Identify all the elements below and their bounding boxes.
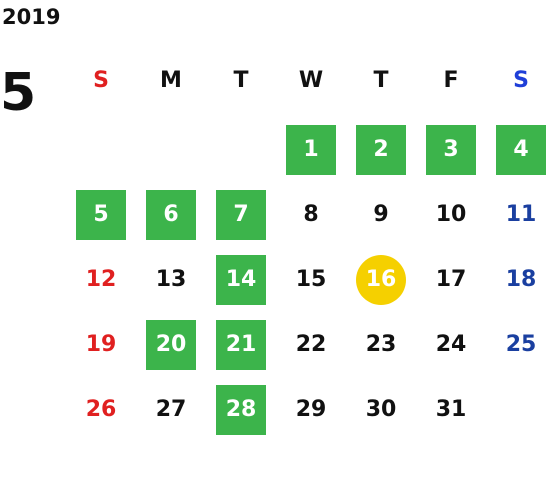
day-cell-20[interactable]: 20: [146, 320, 196, 370]
day-cell-23[interactable]: 23: [365, 332, 397, 357]
weekday-header-sun: S: [93, 68, 109, 93]
day-cell-5[interactable]: 5: [76, 190, 126, 240]
day-cell-29[interactable]: 29: [295, 397, 327, 422]
day-cell-30[interactable]: 30: [365, 397, 397, 422]
day-cell-10[interactable]: 10: [435, 202, 467, 227]
day-cell-12[interactable]: 12: [85, 267, 117, 292]
weekday-header-thu: T: [373, 68, 389, 93]
day-cell-28[interactable]: 28: [216, 385, 266, 435]
day-cell-27[interactable]: 27: [155, 397, 187, 422]
month-number: 5: [0, 63, 37, 123]
day-cell-26[interactable]: 26: [85, 397, 117, 422]
day-cell-19[interactable]: 19: [85, 332, 117, 357]
day-cell-14[interactable]: 14: [216, 255, 266, 305]
day-cell-24[interactable]: 24: [435, 332, 467, 357]
day-cell-6[interactable]: 6: [146, 190, 196, 240]
day-cell-16-today[interactable]: 16: [356, 255, 406, 305]
day-cell-17[interactable]: 17: [435, 267, 467, 292]
weekday-header-sat: S: [513, 68, 529, 93]
day-cell-25[interactable]: 25: [505, 332, 537, 357]
weekday-header-tue: T: [233, 68, 249, 93]
day-cell-22[interactable]: 22: [295, 332, 327, 357]
day-cell-9[interactable]: 9: [373, 202, 389, 227]
day-cell-31[interactable]: 31: [435, 397, 467, 422]
year-label: 2019: [2, 5, 61, 29]
weekday-header-mon: M: [160, 68, 182, 93]
day-cell-11[interactable]: 11: [505, 202, 537, 227]
day-cell-8[interactable]: 8: [303, 202, 319, 227]
day-cell-13[interactable]: 13: [155, 267, 187, 292]
day-cell-1[interactable]: 1: [286, 125, 336, 175]
day-cell-21[interactable]: 21: [216, 320, 266, 370]
day-cell-7[interactable]: 7: [216, 190, 266, 240]
weekday-header-fri: F: [443, 68, 459, 93]
day-cell-4[interactable]: 4: [496, 125, 546, 175]
day-cell-15[interactable]: 15: [295, 267, 327, 292]
day-cell-18[interactable]: 18: [505, 267, 537, 292]
weekday-header-wed: W: [298, 68, 324, 93]
day-cell-2[interactable]: 2: [356, 125, 406, 175]
day-cell-3[interactable]: 3: [426, 125, 476, 175]
